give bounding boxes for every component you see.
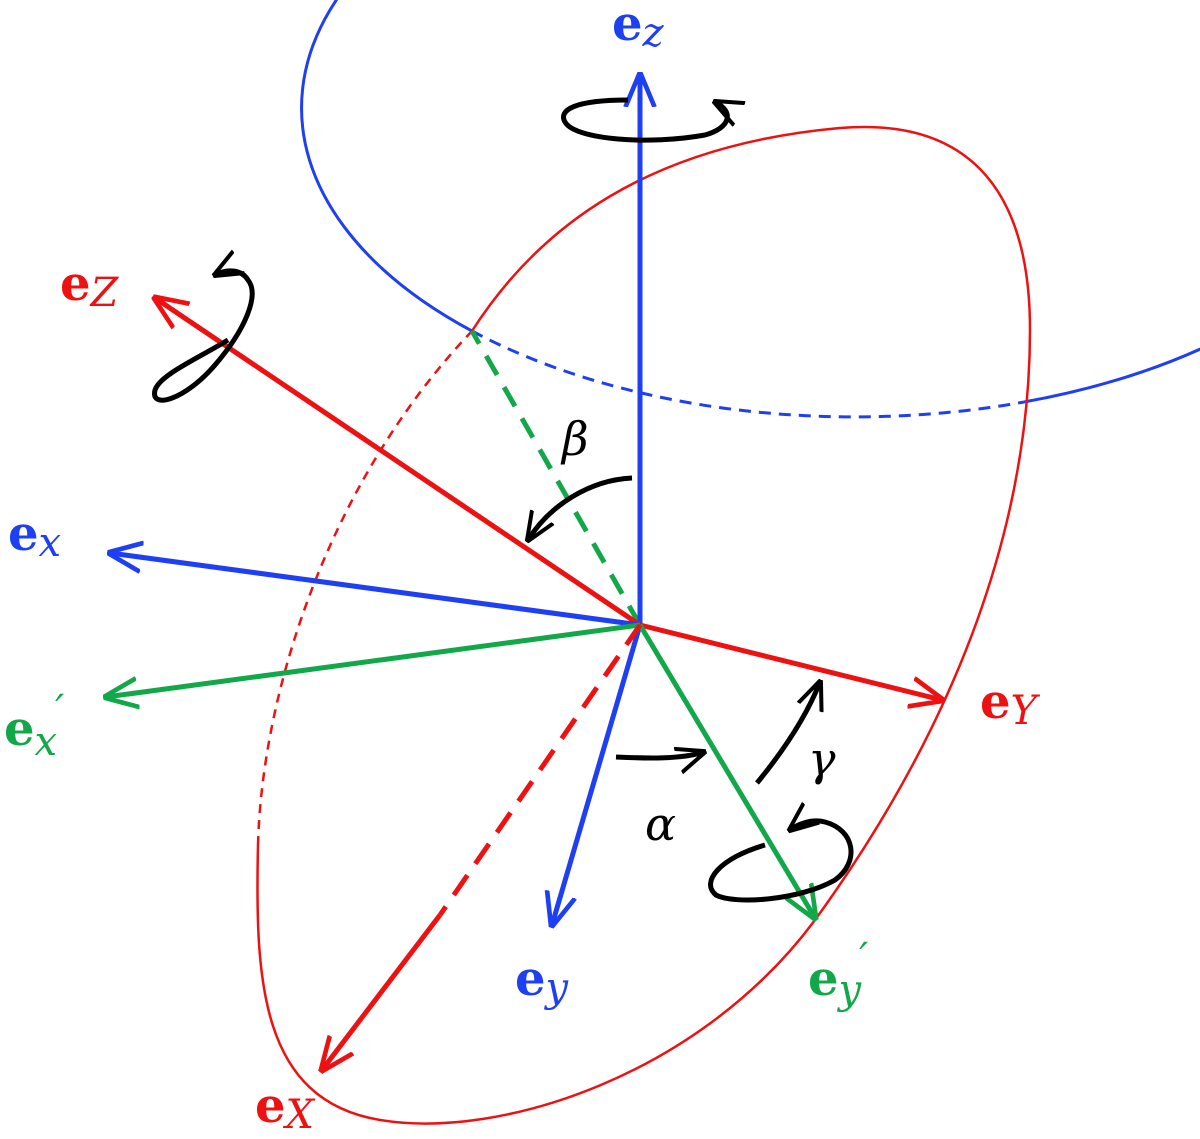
label-ex: ex: [8, 506, 61, 566]
label-exp: ex′: [4, 687, 64, 765]
axis-ey: [552, 624, 643, 925]
label-eY: eY: [980, 674, 1041, 734]
rotation-arrow-ez: [561, 97, 728, 143]
rotated-plane-ellipse-dashed: [256, 330, 473, 846]
line-of-nodes-dashed: [469, 329, 643, 627]
axis-eyp: [637, 623, 815, 918]
label-eyp: ey′: [808, 935, 868, 1013]
xy-plane-ellipse-back: [300, 0, 1200, 404]
label-eX: eX: [255, 1078, 316, 1138]
label-gamma: γ: [808, 732, 836, 786]
axis-ex: [110, 553, 641, 628]
label-ey: ey: [515, 951, 570, 1011]
axis-eX: [322, 913, 442, 1070]
rotated-plane-ellipse-solid: [256, 125, 1032, 1125]
label-ez: ez: [612, 0, 665, 56]
label-eZ: eZ: [60, 256, 120, 316]
axis-exp: [106, 622, 641, 697]
label-alpha: α: [645, 797, 676, 851]
angle-arrow-beta: [528, 475, 633, 540]
axis-eZ: [155, 298, 642, 628]
angle-arrow-alpha: [615, 752, 704, 758]
rotation-arrow-eZ: [152, 271, 255, 403]
axis-eX-dashed: [437, 623, 643, 917]
label-beta: β: [560, 412, 589, 466]
xy-plane-ellipse-front: [471, 329, 1025, 419]
angle-arrow-gamma: [755, 682, 820, 785]
rotation-arrow-eyp: [708, 821, 854, 903]
axis-eY: [639, 622, 942, 700]
